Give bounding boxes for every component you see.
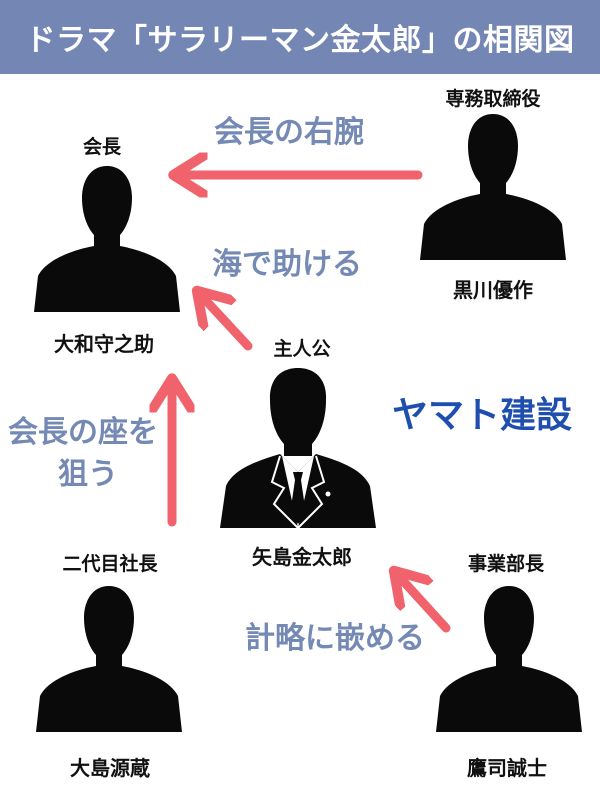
director-name: 黒川優作 [453,278,533,302]
chairman-name: 大和守之助 [54,332,154,356]
relation-aim-seat-line2: 狙う [58,457,118,492]
second-president-name: 大島源蔵 [70,756,150,780]
division-head-role: 事業部長 [467,553,545,575]
chairman-role: 会長 [82,136,122,158]
arrow-division-head-to-protagonist [395,572,451,633]
arrow-protagonist-to-chairman [198,292,253,351]
relation-trap: 計略に嵌める [245,621,425,656]
director-silhouette-icon [420,114,566,260]
relation-right-hand: 会長の右腕 [214,115,364,150]
division-head-name: 鷹司誠士 [467,756,547,780]
protagonist-silhouette-icon [220,368,376,528]
relation-saved-at-sea: 海で助ける [212,247,362,282]
second-president-role: 二代目社長 [62,553,158,575]
second-president-silhouette-icon [36,586,182,732]
title-bar: ドラマ「サラリーマン金太郎」の相関図 [0,0,600,74]
protagonist-name: 矢島金太郎 [252,545,352,569]
director-role: 専務取締役 [445,88,541,110]
relation-aim-seat-line1: 会長の座を [8,415,158,450]
division-head-silhouette-icon [436,586,582,732]
chairman-silhouette-icon [34,166,180,312]
protagonist-role: 主人公 [273,338,331,360]
company-name: ヤマト建設 [392,395,573,436]
page-title: ドラマ「サラリーマン金太郎」の相関図 [25,23,575,58]
